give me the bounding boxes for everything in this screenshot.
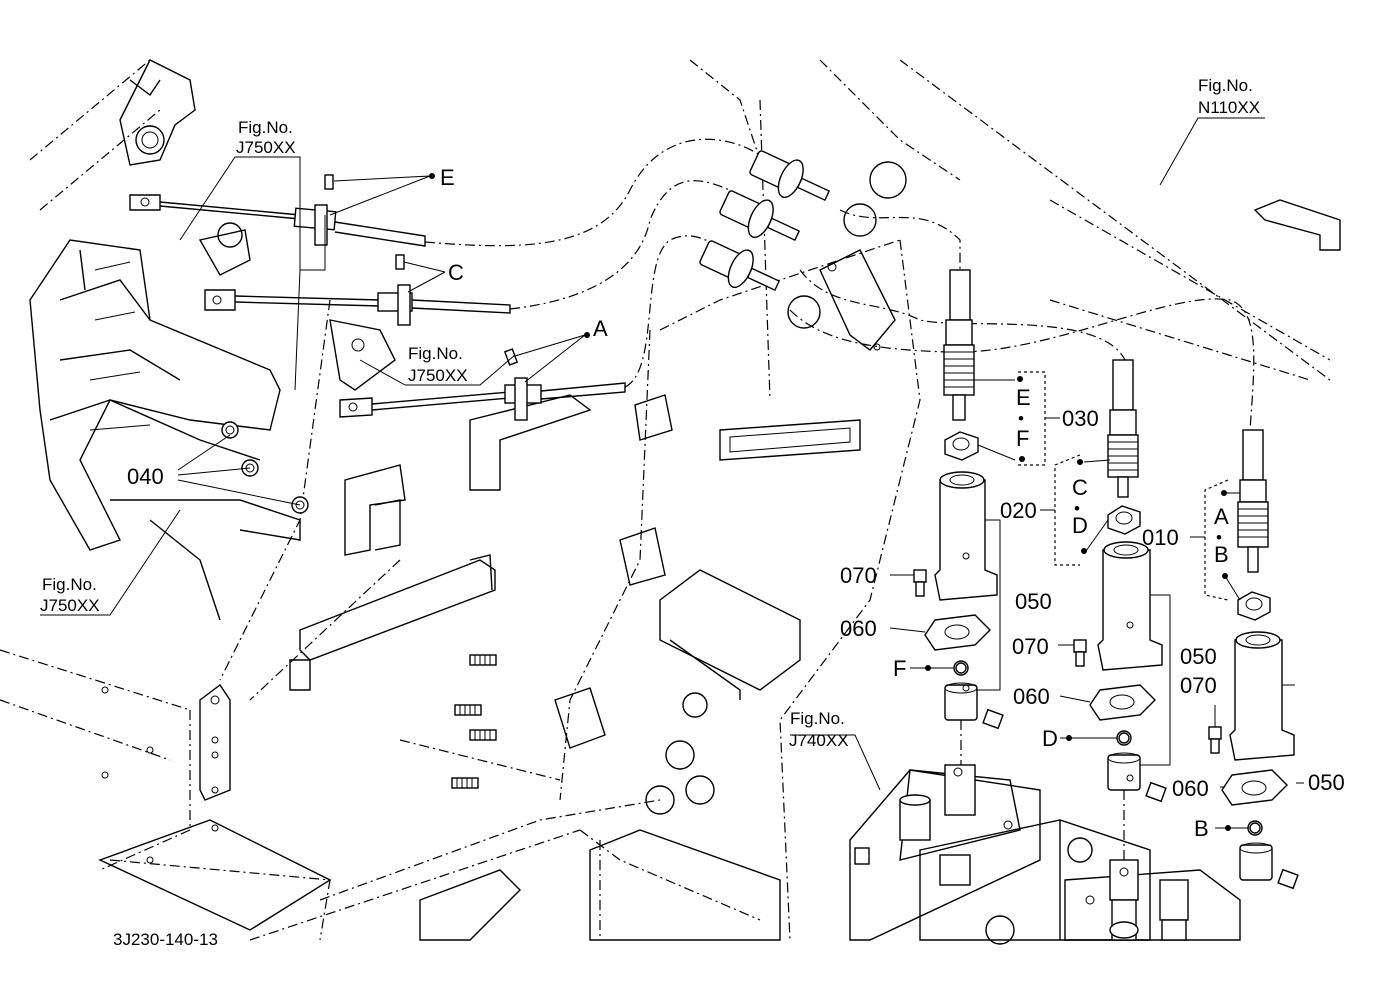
- cable-C: [204, 284, 511, 326]
- fig-ref-line2: J750XX: [40, 596, 100, 615]
- bracket-ef-top: E: [1016, 385, 1031, 410]
- bracket-cd-bot: D: [1072, 513, 1088, 538]
- figure-ref-valve: Fig.No. J740XX: [789, 709, 849, 750]
- part-number-020: 020: [1000, 498, 1037, 523]
- part-number-070: 070: [1180, 673, 1217, 698]
- callout-e: E: [440, 165, 455, 190]
- callout-d: D: [1042, 726, 1058, 751]
- callout-b: B: [1194, 816, 1209, 841]
- control-valve: [849, 764, 1241, 945]
- part-number-060: 060: [1013, 684, 1050, 709]
- part-number-060: 060: [840, 616, 877, 641]
- part-number-040: 040: [127, 464, 164, 489]
- callout-a: A: [593, 316, 608, 341]
- fig-ref-line1: Fig.No.: [1198, 76, 1253, 95]
- part-number-030: 030: [1062, 406, 1099, 431]
- fig-ref-line2: J750XX: [236, 138, 296, 157]
- cable-A: [339, 377, 626, 421]
- part-number-050: 050: [1015, 589, 1052, 614]
- callout-f: F: [893, 656, 906, 681]
- figure-ref-bottom-left: Fig.No. J750XX: [40, 575, 100, 615]
- figure-ref-top-right: Fig.No. N110XX: [1198, 76, 1260, 117]
- callout-c: C: [448, 260, 464, 285]
- part-number-070: 070: [840, 563, 877, 588]
- studs: [451, 654, 497, 789]
- bracket-cd-top: C: [1072, 475, 1088, 500]
- fig-ref-line1: Fig.No.: [42, 575, 97, 594]
- bolts-040: [221, 174, 519, 514]
- fig-ref-line2: N110XX: [1198, 98, 1260, 117]
- part-number-010: 010: [1142, 525, 1179, 550]
- bracket-ab-bot: B: [1214, 542, 1229, 567]
- fig-ref-line1: Fig.No.: [238, 118, 293, 137]
- drawing-code: 3J230-140-13: [113, 930, 218, 949]
- bracket-cd-sep: •: [1074, 499, 1080, 518]
- fig-ref-line2: J750XX: [408, 366, 468, 385]
- nuts: [955, 662, 1261, 834]
- figure-ref-top-left: Fig.No. J750XX: [236, 118, 296, 157]
- bracket-ef-sep: •: [1018, 409, 1024, 428]
- part-number-060: 060: [1172, 776, 1209, 801]
- cable-E: [129, 194, 426, 247]
- cable-grommets: [699, 150, 907, 351]
- bracket-ab-sep: •: [1216, 528, 1222, 547]
- rod-stack-CD: [1089, 359, 1167, 860]
- figure-ref-middle: Fig.No. J750XX: [408, 344, 468, 385]
- part-number-050: 050: [1308, 770, 1345, 795]
- rod-stack-EF: [924, 269, 1004, 770]
- rod-stack-AB: [1221, 429, 1299, 890]
- bracket-ef-bot: F: [1016, 426, 1029, 451]
- part-number-070: 070: [1012, 634, 1049, 659]
- cable-runs: [424, 138, 1255, 431]
- fig-ref-line2: J740XX: [789, 731, 849, 750]
- part-number-050: 050: [1180, 644, 1217, 669]
- mounting-plates: [29, 59, 1341, 941]
- fig-ref-line1: Fig.No.: [790, 709, 845, 728]
- bracket-ab-top: A: [1214, 504, 1229, 529]
- fig-ref-line1: Fig.No.: [408, 344, 463, 363]
- leader-lines: [40, 117, 1295, 831]
- screws-070: [913, 569, 1222, 754]
